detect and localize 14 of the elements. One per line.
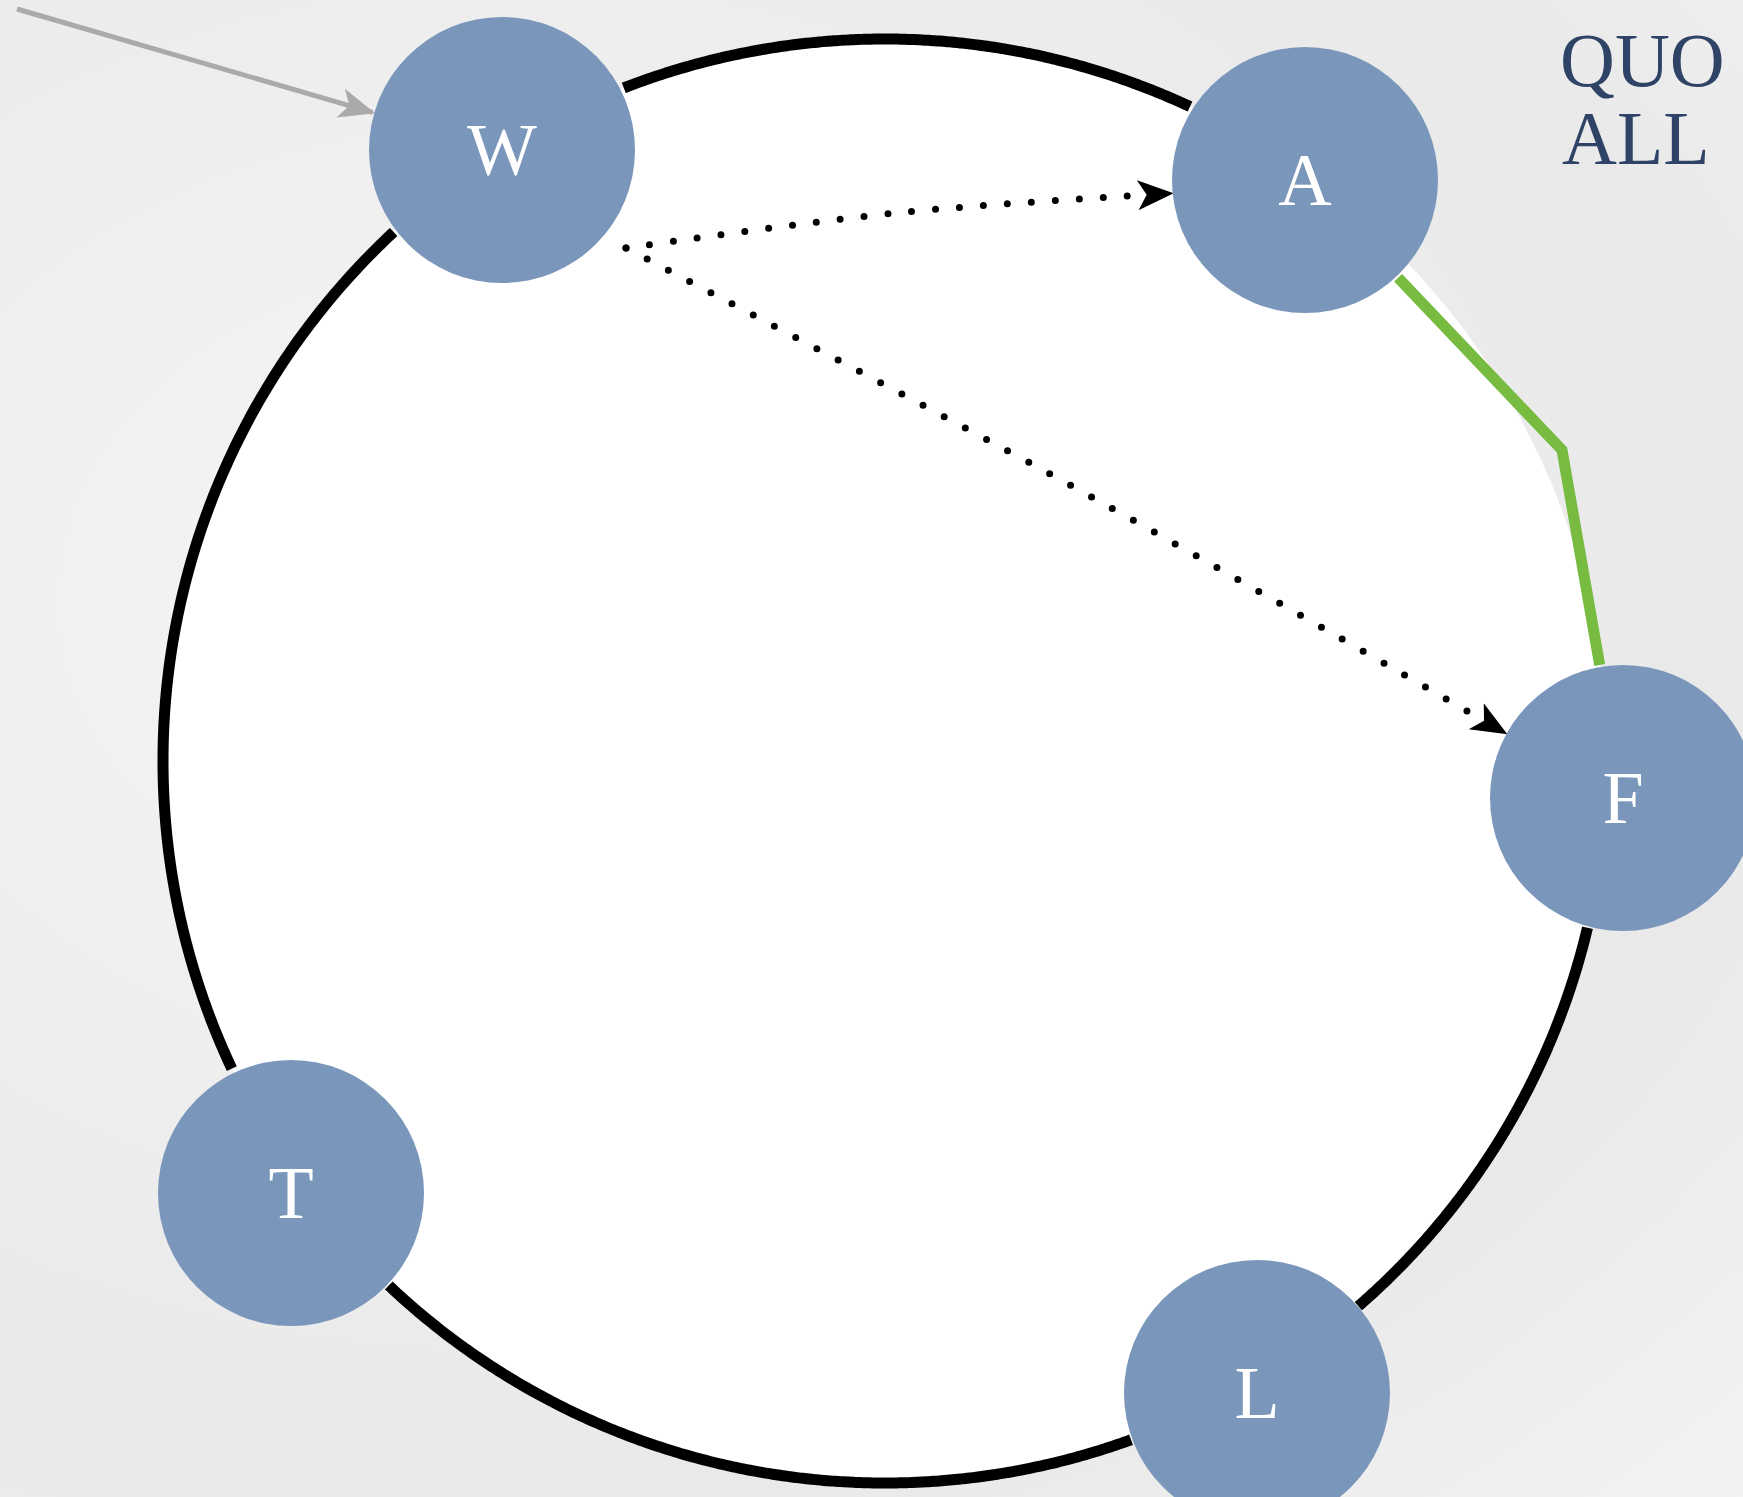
connector-line xyxy=(1394,274,1606,666)
node-label: W xyxy=(467,113,537,187)
dotted-arrow xyxy=(622,244,1509,737)
connector-line xyxy=(1354,925,1593,1311)
heading-text: QUO xyxy=(1560,22,1725,98)
node-label: L xyxy=(1234,1356,1280,1430)
heading-text: ALL xyxy=(1562,100,1710,176)
arrow xyxy=(16,6,376,118)
node-label: A xyxy=(1278,143,1332,217)
connector-line xyxy=(385,1281,1133,1489)
node-label: T xyxy=(268,1156,314,1230)
connector-line xyxy=(157,227,398,1071)
node-label: F xyxy=(1602,761,1644,835)
connector-line xyxy=(621,33,1193,112)
